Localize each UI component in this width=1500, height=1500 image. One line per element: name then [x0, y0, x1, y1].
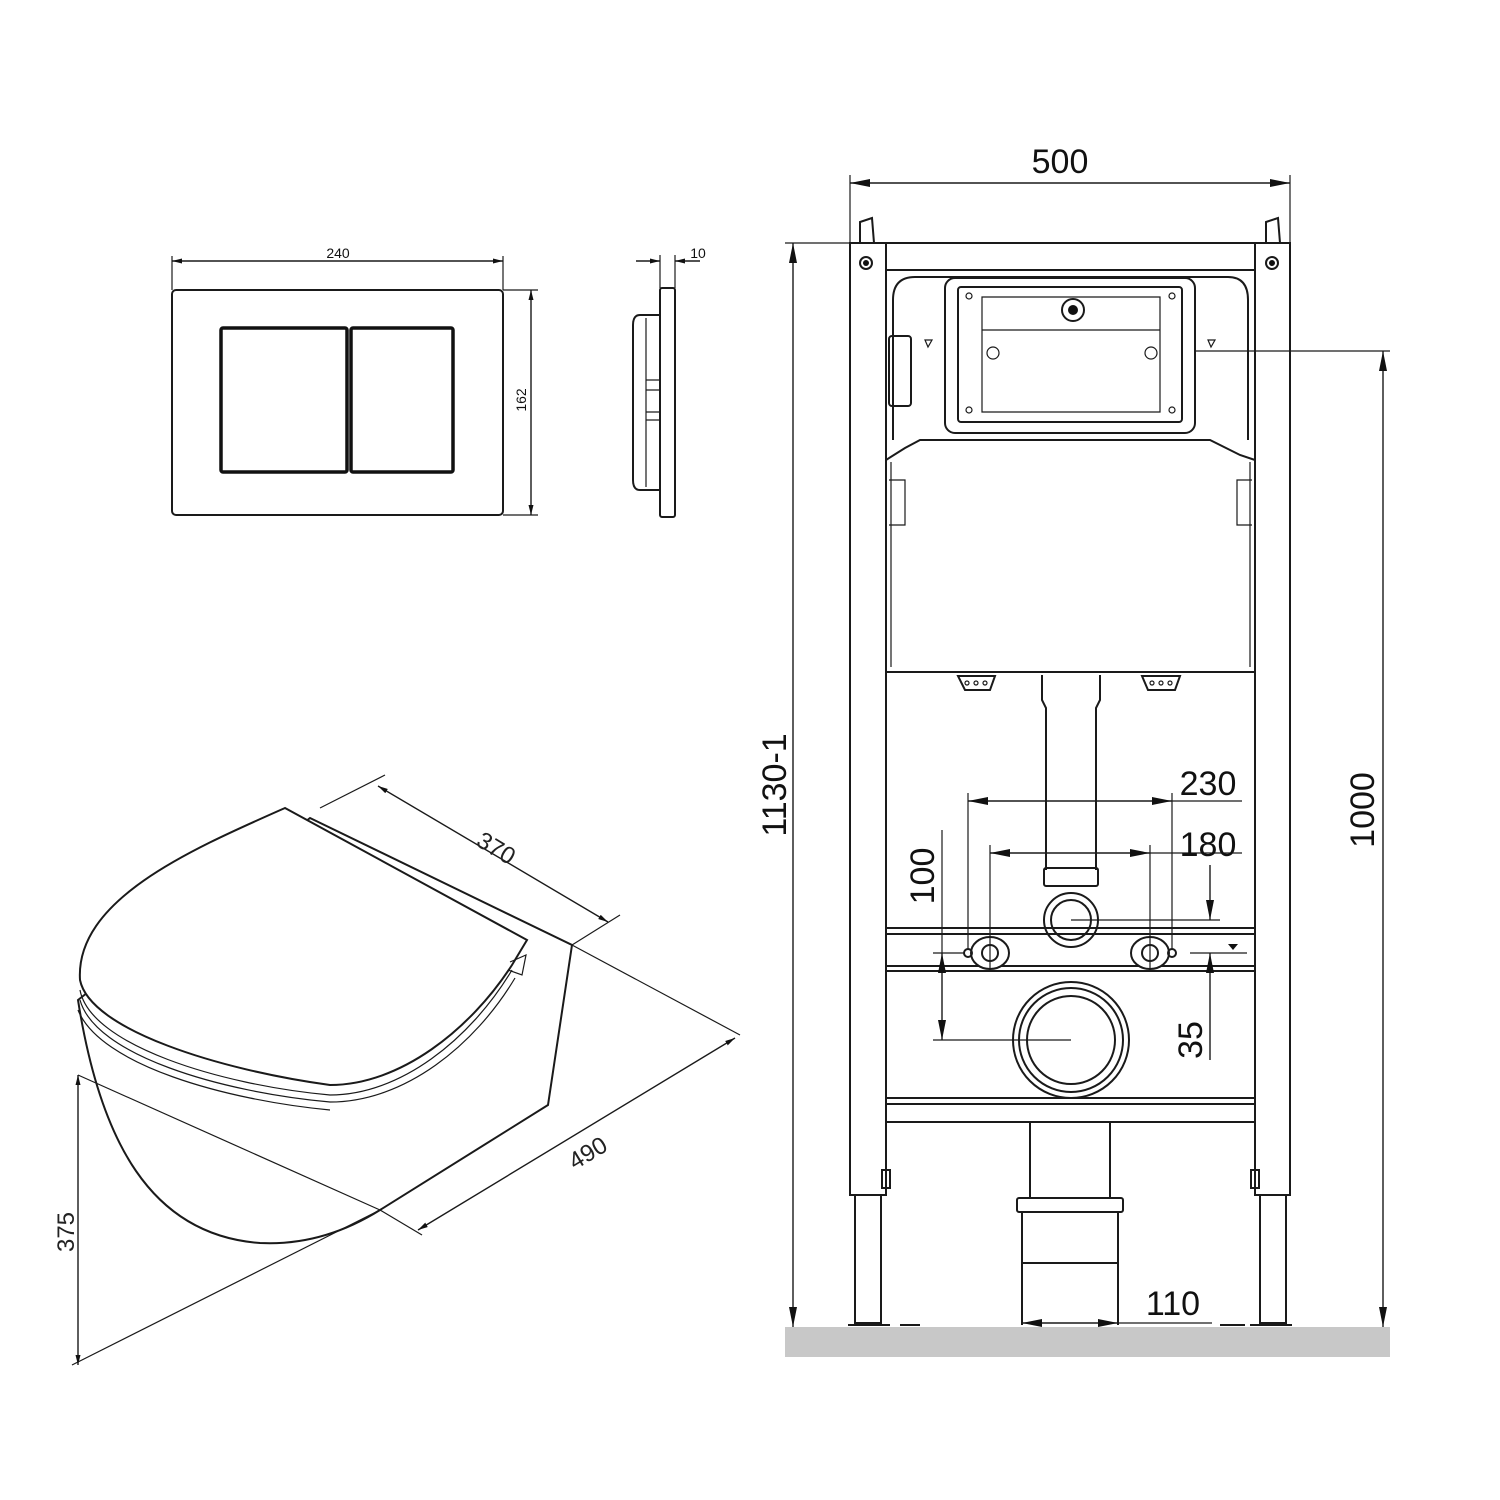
flush-button-large: [219, 326, 349, 474]
dim-stud-spacing-outer: 230: [1180, 765, 1237, 803]
flush-button-small: [349, 326, 455, 474]
installation-frame: 500 1130-1 1000 230 180 100 35: [756, 143, 1390, 1357]
dim-inlet-offset: 35: [1172, 1021, 1210, 1059]
dim-frame-width: 500: [1032, 143, 1089, 181]
floor: [785, 1327, 1390, 1357]
toilet-bowl-isometric: 370 490 375: [53, 774, 741, 1366]
dim-plate-height: 162: [513, 388, 529, 412]
dim-plate-depth: 10: [690, 245, 706, 261]
dim-toilet-width: 370: [472, 827, 520, 871]
dim-frame-height: 1130-1: [756, 733, 794, 836]
dim-plate-width: 240: [326, 245, 350, 261]
flush-plate-front-view: 240 162: [171, 245, 538, 516]
dim-toilet-height: 375: [53, 1212, 80, 1252]
dim-drain-offset: 100: [904, 848, 942, 905]
dim-outlet-height: 1000: [1344, 772, 1382, 848]
dim-toilet-length: 490: [564, 1132, 612, 1176]
dim-stud-spacing-inner: 180: [1180, 826, 1237, 864]
dim-drain-diameter: 110: [1146, 1285, 1200, 1323]
flush-plate-side-view: 10: [632, 245, 706, 518]
